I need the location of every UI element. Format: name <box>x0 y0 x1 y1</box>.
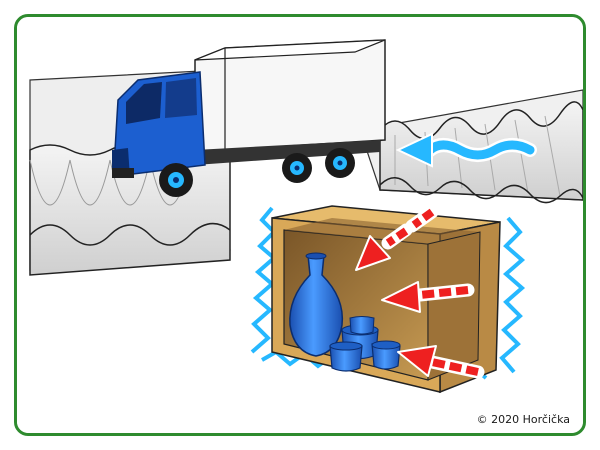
truck <box>112 39 386 197</box>
truck-wheels <box>159 148 355 197</box>
vases <box>289 252 401 372</box>
wave-arrow <box>395 132 537 168</box>
copyright-credit: © 2020 Horčička <box>476 413 570 426</box>
force-arrows <box>355 205 485 379</box>
